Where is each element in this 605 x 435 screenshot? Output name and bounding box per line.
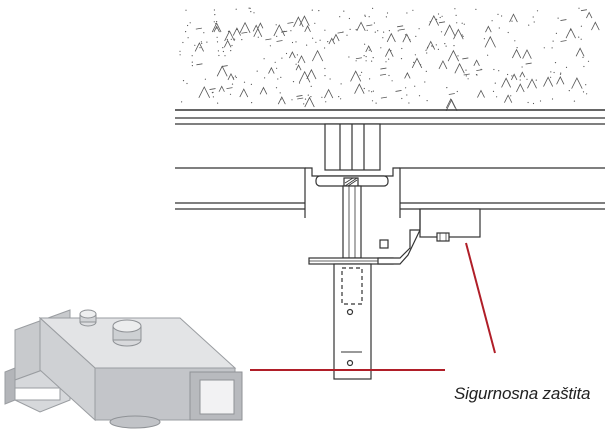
prop-head <box>305 123 400 187</box>
safety-protection-label: Sigurnosna zaštita <box>454 384 591 403</box>
safety-clamp-3d <box>4 309 243 429</box>
prop-tube <box>308 185 394 380</box>
callout-lines <box>250 242 496 371</box>
upper-beam <box>175 117 605 125</box>
safety-clamp-side-view <box>377 208 481 265</box>
concrete-slab <box>175 0 605 112</box>
